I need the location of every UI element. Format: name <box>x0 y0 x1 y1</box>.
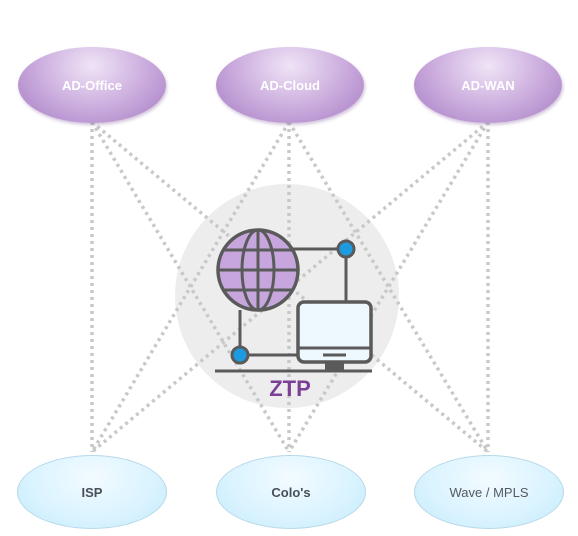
link-ad-wan-colos <box>287 121 490 453</box>
node-label: Colo's <box>271 484 311 500</box>
node-ad-wan[interactable]: AD-WAN <box>414 47 562 123</box>
node-label: AD-Cloud <box>260 77 320 93</box>
link-ad-cloud-wave <box>287 121 490 453</box>
network-node-icon <box>336 239 356 259</box>
node-label: AD-Office <box>62 77 122 93</box>
link-ad-office-wave <box>90 120 490 454</box>
link-ad-office-colos <box>90 121 291 453</box>
node-label: ISP <box>81 484 103 500</box>
monitor-icon <box>296 300 373 370</box>
dotted-links <box>90 120 490 454</box>
link-ad-wan-isp <box>90 120 490 454</box>
node-wave-mpls[interactable]: Wave / MPLS <box>414 455 564 529</box>
link-ad-cloud-isp <box>90 121 291 453</box>
ztp-label: ZTP <box>269 376 311 401</box>
node-label: AD-WAN <box>461 77 515 93</box>
network-node-icon <box>230 345 250 365</box>
node-ad-cloud[interactable]: AD-Cloud <box>216 47 364 123</box>
ztp-icon-group <box>215 228 373 373</box>
node-ad-office[interactable]: AD-Office <box>18 47 166 123</box>
node-label: Wave / MPLS <box>449 484 529 500</box>
node-colos[interactable]: Colo's <box>216 455 366 529</box>
globe-icon <box>216 228 300 312</box>
node-isp[interactable]: ISP <box>17 455 167 529</box>
